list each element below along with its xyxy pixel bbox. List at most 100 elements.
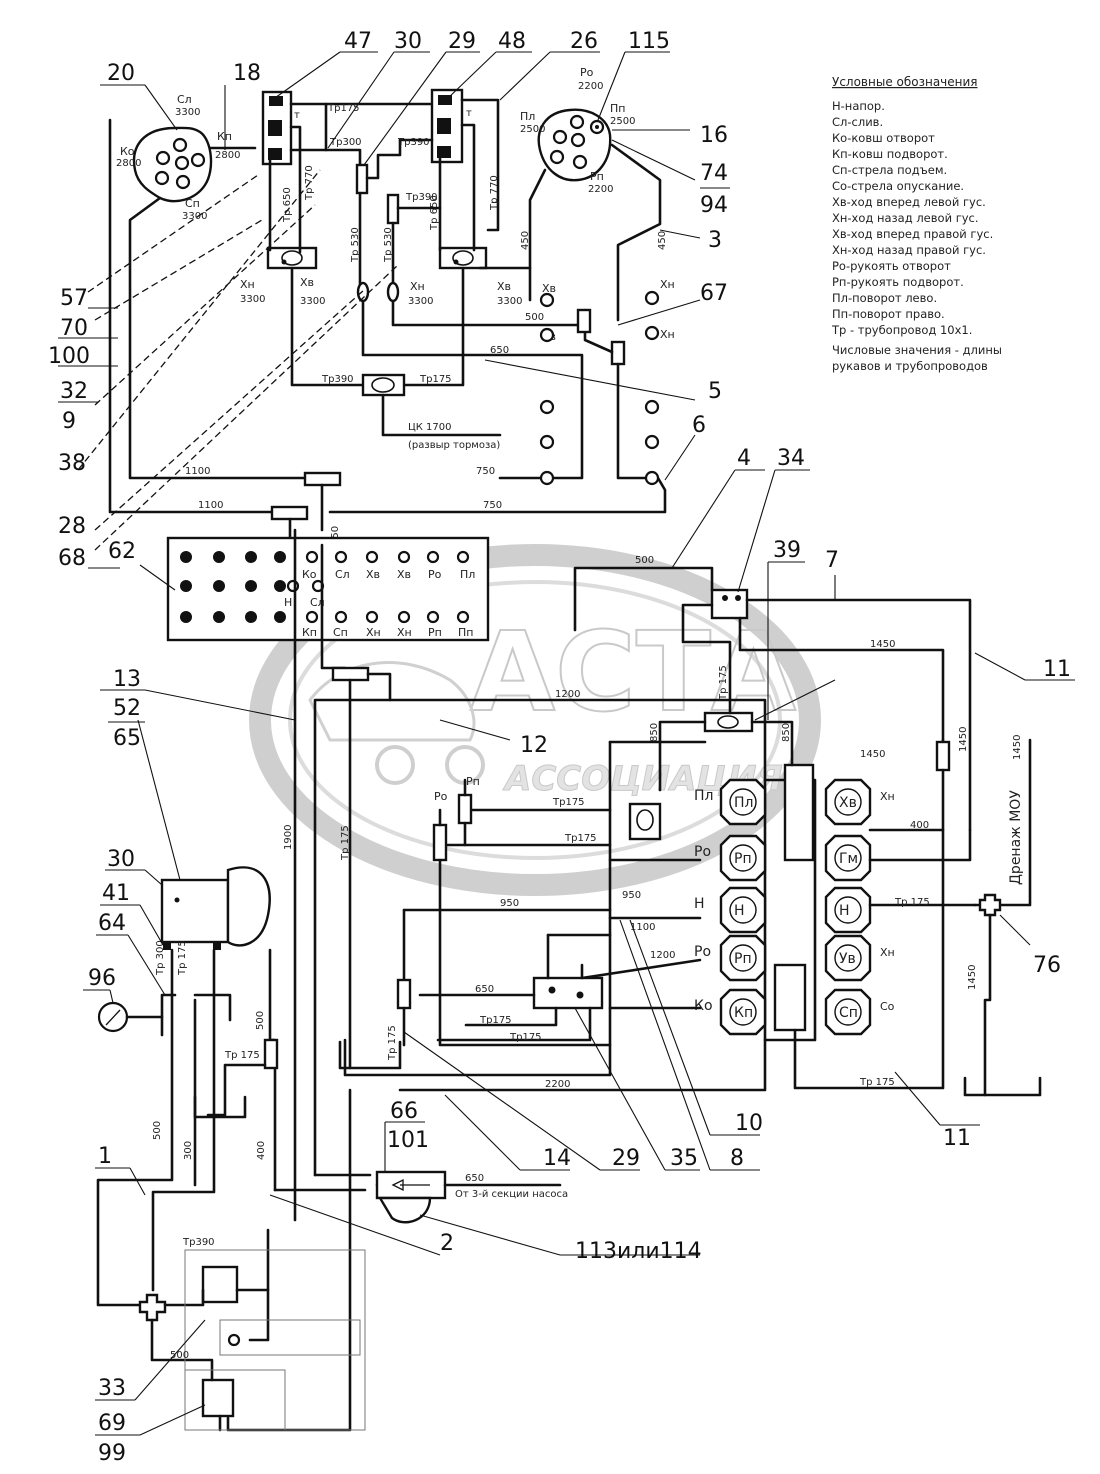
callout-64: 64	[98, 911, 126, 936]
svg-text:2200: 2200	[588, 184, 613, 195]
legend-item: Сл-слив.	[832, 115, 883, 129]
svg-text:400: 400	[256, 1141, 267, 1160]
svg-text:2800: 2800	[116, 158, 141, 169]
svg-text:950: 950	[622, 890, 641, 901]
svg-text:Хн: Хн	[660, 328, 675, 341]
svg-text:1200: 1200	[555, 689, 580, 700]
callout-76: 76	[1033, 953, 1061, 978]
svg-text:650: 650	[475, 984, 494, 995]
connection-panel: Ко Сл Хв Хв Ро Пл Н Сл Кп Сп Хн Хн Рп Пп	[166, 536, 490, 642]
valve-section	[719, 886, 767, 934]
svg-text:Хв: Хв	[497, 280, 511, 293]
legend-item: Сп-стрела подъем.	[832, 163, 947, 177]
svg-text:2500: 2500	[610, 116, 635, 127]
valve-section	[824, 834, 872, 882]
svg-text:Тр 175: Тр 175	[224, 1050, 260, 1061]
callouts: 20 18 47 30 29 48 26 115 16 74 94 3 67 5…	[48, 29, 1075, 1466]
callout-113: 113или114	[575, 1239, 702, 1264]
valve-port-label: Н	[694, 896, 705, 912]
svg-text:Пп: Пп	[610, 102, 625, 115]
callout-52: 52	[113, 696, 141, 721]
legend-title: Условные обозначения	[832, 75, 978, 89]
svg-text:Пл: Пл	[460, 568, 475, 581]
callout-5: 5	[708, 379, 722, 404]
callout-11b: 11	[943, 1126, 971, 1151]
svg-text:Тр390: Тр390	[397, 137, 430, 148]
callout-6: 6	[692, 413, 706, 438]
valve-section-label: Пл	[734, 795, 753, 811]
svg-text:3300: 3300	[300, 296, 325, 307]
svg-text:Тр 175: Тр 175	[894, 897, 930, 908]
callout-12: 12	[520, 733, 548, 758]
svg-text:Тр390: Тр390	[321, 374, 354, 385]
callout-48: 48	[498, 29, 526, 54]
svg-text:500: 500	[635, 555, 654, 566]
svg-text:Ко: Ко	[120, 145, 135, 158]
svg-text:Сл: Сл	[177, 93, 192, 106]
valve-spool	[729, 944, 757, 972]
svg-text:Тр175: Тр175	[479, 1015, 512, 1026]
valve-section	[719, 934, 767, 982]
callout-29b: 29	[612, 1146, 640, 1171]
callout-65: 65	[113, 726, 141, 751]
svg-text:Тр 530: Тр 530	[350, 227, 361, 263]
callout-100: 100	[48, 344, 90, 369]
valve-39	[710, 588, 749, 620]
svg-text:1100: 1100	[185, 466, 210, 477]
svg-text:1450: 1450	[870, 639, 895, 650]
svg-text:Хв: Хв	[397, 568, 411, 581]
valve-section-label: Кп	[734, 1005, 753, 1021]
pedal-valve-left: т	[261, 90, 300, 166]
svg-text:1100: 1100	[630, 922, 655, 933]
valve-section-label: Н	[839, 903, 850, 919]
callout-9: 9	[62, 409, 76, 434]
svg-text:750: 750	[476, 466, 495, 477]
callout-18: 18	[233, 61, 261, 86]
svg-text:Ко: Ко	[302, 568, 317, 581]
upper-piping	[108, 98, 667, 547]
svg-text:Тр175: Тр175	[564, 833, 597, 844]
valve-section	[719, 834, 767, 882]
svg-text:2800: 2800	[215, 150, 240, 161]
callout-66: 66	[390, 1099, 418, 1124]
svg-text:450: 450	[520, 231, 531, 250]
legend-item: Пл-поворот лево.	[832, 291, 937, 305]
valve-spool	[729, 998, 757, 1026]
callout-33: 33	[98, 1376, 126, 1401]
legend: Условные обозначения Н-напор.Сл-слив.Ко-…	[831, 75, 1002, 373]
svg-text:Хн: Хн	[410, 280, 425, 293]
callout-67: 67	[700, 281, 728, 306]
callout-47: 47	[344, 29, 372, 54]
valve-spool	[834, 788, 862, 816]
upper-labels: Тр175 Тр300 Тр390 Тр390 Тр 650 Тр 770 Тр…	[185, 103, 675, 545]
callout-96: 96	[88, 966, 116, 991]
svg-text:3300: 3300	[175, 107, 200, 118]
valve-7	[703, 711, 754, 733]
valve-35	[532, 976, 604, 1010]
legend-item: Ко-ковш отворот	[832, 131, 935, 145]
valve-spool	[834, 944, 862, 972]
svg-text:т: т	[466, 108, 472, 119]
legend-item: Хн-ход назад левой гус.	[832, 211, 979, 225]
svg-text:Тр 175: Тр 175	[340, 825, 351, 861]
callout-1: 1	[98, 1144, 112, 1169]
legend-item: Хв-ход вперед левой гус.	[832, 195, 986, 209]
legend-item: Ро-рукоять отворот	[832, 259, 951, 273]
callout-10: 10	[735, 1111, 763, 1136]
valve-section-label: Рп	[734, 951, 752, 967]
bulkhead-ports	[539, 290, 660, 486]
svg-text:Кп: Кп	[302, 626, 317, 639]
svg-text:Тр 650: Тр 650	[429, 195, 440, 231]
valve-port-label: Хн	[880, 790, 895, 803]
valve-spool	[729, 896, 757, 924]
svg-text:3300: 3300	[240, 294, 265, 305]
svg-text:Тр300: Тр300	[329, 137, 362, 148]
svg-text:Тр175: Тр175	[327, 103, 360, 114]
valve-spool	[834, 998, 862, 1026]
valve-port-label: Хн	[880, 946, 895, 959]
callout-39: 39	[773, 538, 801, 563]
legend-item: Рп-рукоять подворот.	[832, 275, 964, 289]
callout-16: 16	[700, 123, 728, 148]
svg-text:Сл: Сл	[335, 568, 350, 581]
